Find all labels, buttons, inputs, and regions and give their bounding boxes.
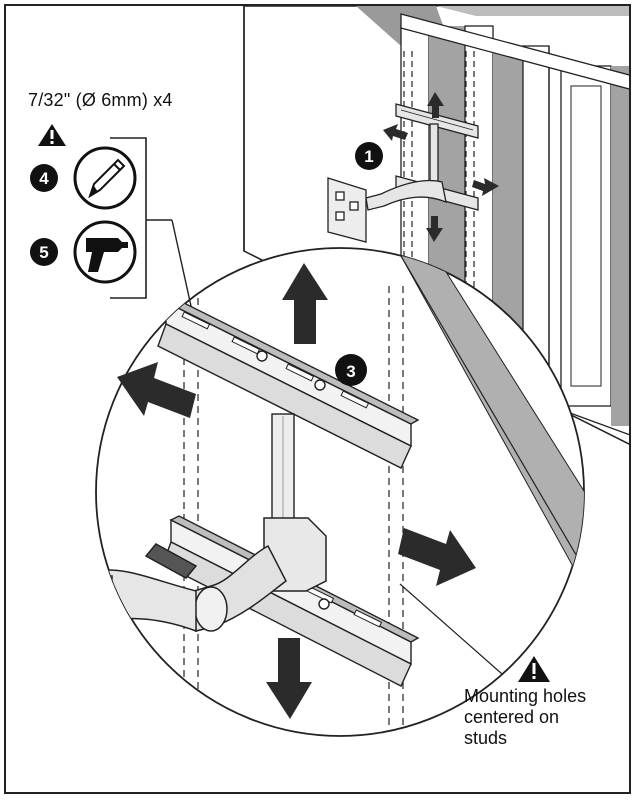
small-direction-arrows — [383, 92, 499, 242]
warning-icon — [38, 124, 66, 146]
direction-arrows — [117, 263, 476, 719]
tool-callout: 4 5 — [30, 124, 192, 307]
upper-wall-plate — [157, 297, 420, 469]
note-line-3: studs — [464, 728, 508, 748]
note-leader-line — [399, 583, 503, 675]
note-warning-icon — [518, 656, 550, 682]
vertical-post — [271, 413, 295, 525]
svg-text:5: 5 — [39, 243, 48, 262]
step-5-badge: 5 — [30, 238, 58, 266]
mounting-note: Mounting holes centered on studs — [464, 686, 586, 749]
svg-text:1: 1 — [364, 147, 373, 166]
step-1-badge: 1 — [355, 142, 383, 170]
diagram-frame: 1 — [4, 4, 631, 794]
note-line-2: centered on — [464, 707, 560, 727]
step-3-badge: 3 — [335, 354, 367, 386]
installation-illustration: 1 — [30, 6, 629, 737]
mount-assembly-small — [327, 103, 479, 243]
step-4-badge: 4 — [30, 164, 58, 192]
pencil-icon — [73, 146, 137, 210]
svg-text:3: 3 — [346, 362, 355, 381]
note-line-1: Mounting holes — [464, 686, 587, 706]
drill-size-label: 7/32" (Ø 6mm) x4 — [28, 90, 173, 110]
svg-text:4: 4 — [39, 169, 49, 188]
drill-icon — [73, 220, 137, 284]
